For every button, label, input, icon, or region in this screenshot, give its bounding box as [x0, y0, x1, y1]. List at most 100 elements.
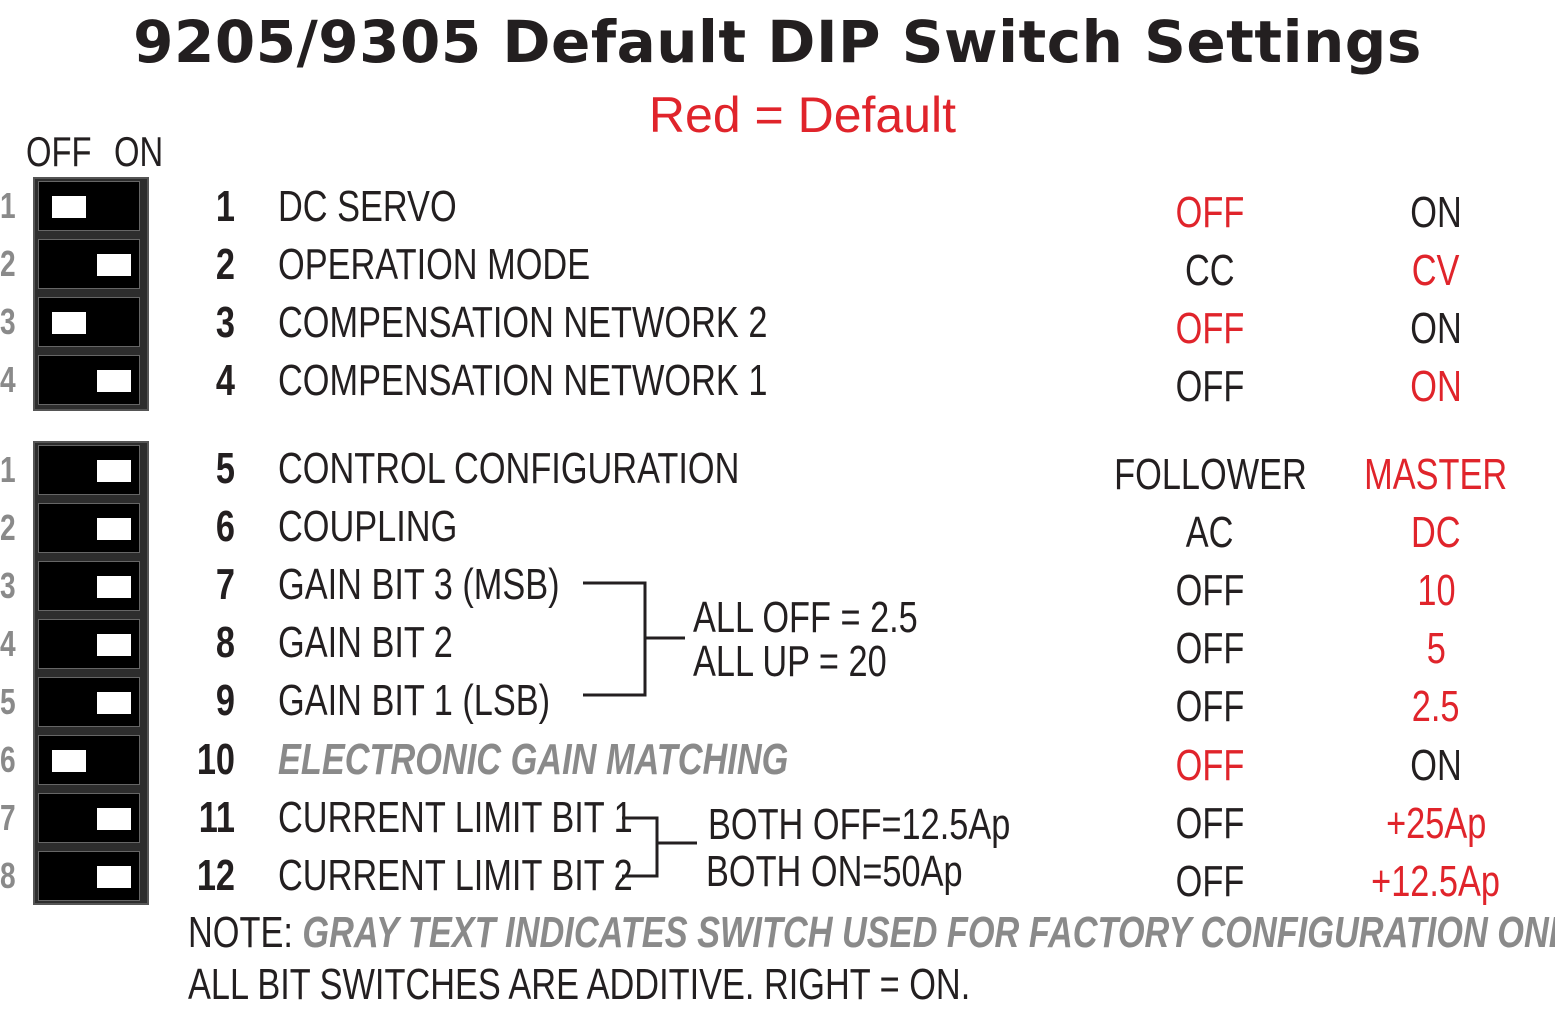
value-on: ON — [1306, 184, 1555, 242]
switch-slider[interactable] — [97, 460, 131, 482]
setting-label: COUPLING — [278, 502, 458, 551]
value-on: 5 — [1306, 620, 1555, 678]
switch-number: 7 — [0, 797, 16, 838]
row-number: 10 — [196, 735, 235, 784]
value-on: ON — [1306, 737, 1555, 795]
value-off: OFF — [1080, 853, 1340, 911]
dip-switch[interactable] — [38, 793, 140, 843]
setting-label: GAIN BIT 3 (MSB) — [278, 560, 560, 609]
row-number: 5 — [215, 444, 235, 493]
row-number: 12 — [196, 851, 235, 900]
dip-switch[interactable] — [38, 355, 140, 405]
note-gray-text: GRAY TEXT INDICATES SWITCH USED FOR FACT… — [292, 908, 1555, 957]
value-off-text: OFF — [1175, 188, 1245, 237]
switch-number: 4 — [0, 623, 16, 664]
switch-slider[interactable] — [52, 196, 86, 218]
value-on: ON — [1306, 358, 1555, 416]
switch-number: 5 — [0, 681, 16, 722]
switch-header-off: OFF — [26, 128, 92, 175]
value-off: OFF — [1080, 562, 1340, 620]
legend-default-red: Red = Default — [648, 87, 957, 143]
switch-number: 8 — [0, 855, 16, 896]
dip-switch[interactable] — [38, 619, 140, 669]
dip-switch[interactable] — [38, 181, 140, 231]
value-on-text: 5 — [1426, 624, 1446, 673]
switch-number: 1 — [0, 449, 16, 490]
value-on-text: MASTER — [1364, 450, 1508, 499]
dip-switch[interactable] — [38, 503, 140, 553]
setting-label: COMPENSATION NETWORK 1 — [278, 356, 768, 405]
value-on: CV — [1306, 242, 1555, 300]
switch-slider[interactable] — [52, 750, 86, 772]
dip-switch[interactable] — [38, 297, 140, 347]
dip-switch[interactable] — [38, 735, 140, 785]
setting-label: CURRENT LIMIT BIT 2 — [278, 851, 633, 900]
setting-label: COMPENSATION NETWORK 2 — [278, 298, 768, 347]
switch-number: 3 — [0, 301, 16, 342]
switch-number: 4 — [0, 359, 16, 400]
switch-slider[interactable] — [97, 866, 131, 888]
setting-label: GAIN BIT 2 — [278, 618, 453, 667]
value-off-text: OFF — [1175, 799, 1245, 848]
setting-label: ELECTRONIC GAIN MATCHING — [278, 735, 789, 784]
value-off: OFF — [1080, 737, 1340, 795]
value-on-text: DC — [1411, 508, 1461, 557]
switch-slider[interactable] — [52, 312, 86, 334]
page-title: 9205/9305 Default DIP Switch Settings — [133, 8, 1422, 76]
switch-slider[interactable] — [97, 518, 131, 540]
switch-number: 2 — [0, 243, 16, 284]
gain-note-all-up: ALL UP = 20 — [693, 637, 887, 686]
value-off: OFF — [1080, 678, 1340, 736]
current-note-both-on: BOTH ON=50Ap — [706, 847, 963, 896]
row-number: 7 — [215, 560, 235, 609]
row-number: 1 — [215, 182, 235, 231]
switch-slider[interactable] — [97, 254, 131, 276]
value-on-text: 2.5 — [1412, 682, 1460, 731]
value-on: 10 — [1306, 562, 1555, 620]
switch-number: 1 — [0, 185, 16, 226]
value-off-text: OFF — [1175, 682, 1245, 731]
switch-slider[interactable] — [97, 692, 131, 714]
value-on: DC — [1306, 504, 1555, 562]
switch-number: 6 — [0, 739, 16, 780]
value-on: 2.5 — [1306, 678, 1555, 736]
switch-number: 2 — [0, 507, 16, 548]
dip-switch[interactable] — [38, 677, 140, 727]
value-off-text: OFF — [1175, 741, 1245, 790]
setting-label: GAIN BIT 1 (LSB) — [278, 676, 551, 725]
value-on-text: ON — [1410, 741, 1462, 790]
current-bracket — [622, 816, 659, 878]
value-off-text: AC — [1186, 508, 1234, 557]
setting-label: DC SERVO — [278, 182, 457, 231]
value-off-text: OFF — [1175, 624, 1245, 673]
setting-label: CURRENT LIMIT BIT 1 — [278, 793, 633, 842]
value-on: +25Ap — [1306, 795, 1555, 853]
value-off: OFF — [1080, 300, 1340, 358]
value-off-text: FOLLOWER — [1113, 450, 1307, 499]
value-on-text: +25Ap — [1385, 799, 1487, 848]
dip-switch[interactable] — [38, 239, 140, 289]
switch-slider[interactable] — [97, 576, 131, 598]
value-off-text: OFF — [1175, 304, 1245, 353]
dip-switch[interactable] — [38, 851, 140, 901]
setting-label: OPERATION MODE — [278, 240, 591, 289]
value-off: OFF — [1080, 620, 1340, 678]
value-off: OFF — [1080, 184, 1340, 242]
switch-slider[interactable] — [97, 634, 131, 656]
switch-slider[interactable] — [97, 808, 131, 830]
row-number: 4 — [215, 356, 235, 405]
row-number: 11 — [198, 793, 235, 842]
row-number: 9 — [215, 676, 235, 725]
value-on-text: ON — [1410, 188, 1462, 237]
dip-switch[interactable] — [38, 445, 140, 495]
row-number: 8 — [215, 618, 235, 667]
switch-slider[interactable] — [97, 370, 131, 392]
dip-switch[interactable] — [38, 561, 140, 611]
setting-label: CONTROL CONFIGURATION — [278, 444, 740, 493]
value-on-text: CV — [1412, 246, 1460, 295]
switch-header-on: ON — [114, 128, 164, 175]
value-on: ON — [1306, 300, 1555, 358]
value-off: OFF — [1080, 358, 1340, 416]
row-number: 3 — [215, 298, 235, 347]
